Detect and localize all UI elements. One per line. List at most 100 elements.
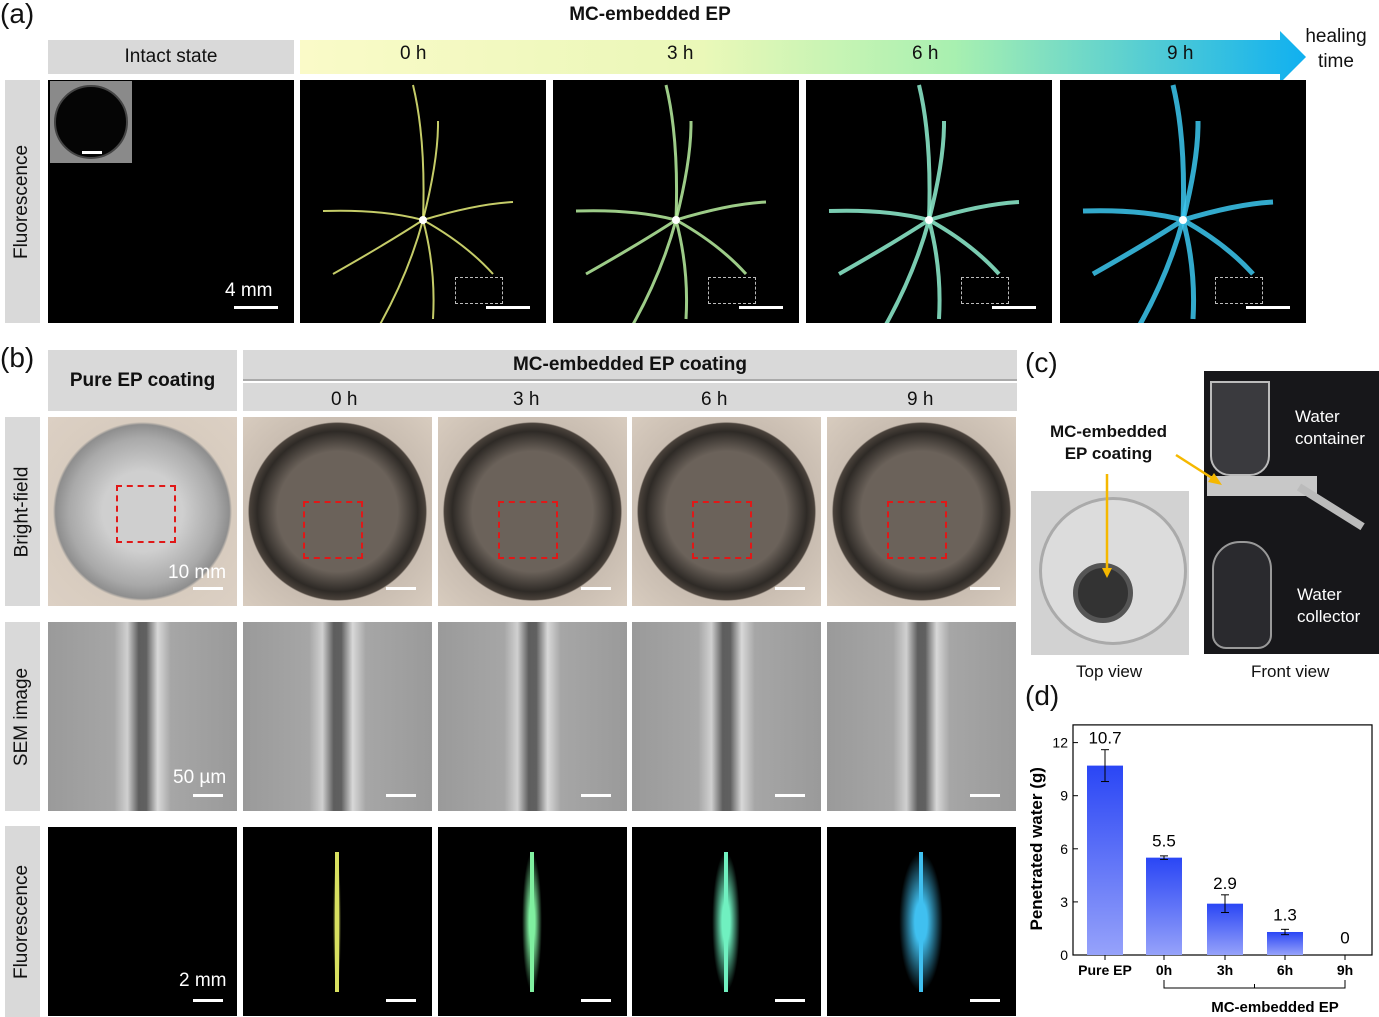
scale-bar (970, 794, 1000, 797)
crack-pattern (575, 84, 767, 323)
bar-0h (1146, 857, 1182, 955)
panel-b-image-r2-c1 (243, 827, 432, 1016)
scale-bar (775, 587, 805, 590)
panel-b-label: (b) (0, 342, 35, 373)
panel-b-image-r1-c0 (48, 622, 237, 811)
intact-fluorescence-image: 4 mm (48, 80, 294, 323)
y-tick-label: 12 (1052, 735, 1068, 751)
b-time-0h: 0 h (331, 389, 358, 410)
scale-bar (234, 306, 278, 309)
intact-state-header: Intact state (48, 40, 294, 74)
row-label-fluorescence-a: Fluorescence (5, 80, 40, 323)
scale-bar (775, 999, 805, 1002)
time-label-0h: 0 h (400, 43, 427, 64)
scale-bar (386, 794, 416, 797)
scale-bar (581, 999, 611, 1002)
scale-bar (581, 794, 611, 797)
mc-embedded-header: MC-embedded EP coating (243, 350, 1017, 381)
region-of-interest (887, 501, 947, 559)
scale-bar (581, 587, 611, 590)
panel-d-label: (d) (1025, 680, 1060, 711)
panel-a-label: (a) (0, 0, 35, 29)
pointer-arrows (1102, 453, 1222, 578)
front-view-photo (1204, 371, 1379, 654)
value-label: 5.5 (1152, 831, 1176, 850)
panel-b-image-r0-c3 (632, 417, 821, 606)
row-label-bright-field: Bright-field (5, 417, 40, 606)
y-tick-label: 6 (1060, 841, 1068, 857)
panel-b-image-r0-c0 (48, 417, 237, 606)
inset-photo (50, 81, 132, 163)
crack-pattern (1082, 84, 1274, 323)
zoom-region-box (455, 277, 503, 304)
fluorescence-image-1 (553, 80, 799, 323)
region-of-interest (498, 501, 558, 559)
time-subheader (243, 383, 1017, 411)
y-tick-label: 3 (1060, 894, 1068, 910)
panel-b-image-r2-c4 (827, 827, 1016, 1016)
panel-b-image-r2-c2 (438, 827, 627, 1016)
b-time-3h: 3 h (513, 389, 540, 410)
bar-6h (1267, 931, 1303, 955)
fluorescence-image-3 (1060, 80, 1306, 323)
scale-bar (970, 587, 1000, 590)
row-label-sem: SEM image (5, 622, 40, 811)
scale-bar (775, 794, 805, 797)
fluorescence-image-2 (806, 80, 1052, 323)
panel-b-image-r1-c4 (827, 622, 1016, 811)
panel-b-image-r0-c2 (438, 417, 627, 606)
y-tick-label: 0 (1060, 947, 1068, 963)
crack-pattern (828, 84, 1020, 323)
time-label-6h: 6 h (912, 43, 939, 64)
time-label-9h: 9 h (1167, 43, 1194, 64)
zoom-region-box (708, 277, 756, 304)
x-tick-label: 9h (1337, 962, 1353, 978)
value-label: 10.7 (1088, 729, 1121, 748)
b-time-6h: 6 h (701, 389, 728, 410)
scale-label: 4 mm (225, 280, 273, 301)
panel-b-image-r2-c3 (632, 827, 821, 1016)
x-tick-label: Pure EP (1078, 962, 1132, 978)
zoom-region-box (1215, 277, 1263, 304)
top-view-caption: Top view (1076, 662, 1143, 681)
b-time-9h: 9 h (907, 389, 934, 410)
zoom-region-box (961, 277, 1009, 304)
scale-bar (1246, 306, 1290, 309)
panel-b-image-r1-c3 (632, 622, 821, 811)
scale-bar (970, 999, 1000, 1002)
scale-bar (739, 306, 783, 309)
x-tick-label: 0h (1156, 962, 1172, 978)
value-label: 2.9 (1213, 874, 1237, 893)
panel-a-title: MC-embedded EP (569, 4, 731, 25)
region-of-interest (116, 485, 176, 543)
time-label-3h: 3 h (667, 43, 694, 64)
scale-bar (193, 587, 223, 590)
time-text: time (1318, 51, 1354, 72)
healing-text: healing (1305, 26, 1367, 47)
fluorescence-image-0 (300, 80, 546, 323)
panel-c-label: (c) (1025, 347, 1058, 378)
bf-scale-label: 10 mm (168, 562, 227, 583)
value-label: 1.3 (1273, 906, 1297, 925)
pure-ep-header: Pure EP coating (48, 350, 237, 411)
group-label: MC-embedded EP (1211, 999, 1339, 1016)
scale-bar (386, 999, 416, 1002)
panel-b-image-r2-c0 (48, 827, 237, 1016)
top-view-photo (1031, 491, 1189, 655)
region-of-interest (303, 501, 363, 559)
sem-scale-label: 50 µm (173, 767, 227, 788)
row-label-fluorescence-b: Fluorescence (5, 826, 40, 1017)
healing-time-arrow (300, 31, 1306, 83)
panel-b-image-r1-c2 (438, 622, 627, 811)
scale-bar (486, 306, 530, 309)
bar-Pure EP (1087, 765, 1123, 955)
x-tick-label: 3h (1217, 962, 1233, 978)
y-axis-label: Penetrated water (g) (1027, 767, 1046, 930)
scale-bar (992, 306, 1036, 309)
panel-b-image-r0-c1 (243, 417, 432, 606)
front-view-caption: Front view (1251, 662, 1330, 681)
panel-b-image-r1-c1 (243, 622, 432, 811)
